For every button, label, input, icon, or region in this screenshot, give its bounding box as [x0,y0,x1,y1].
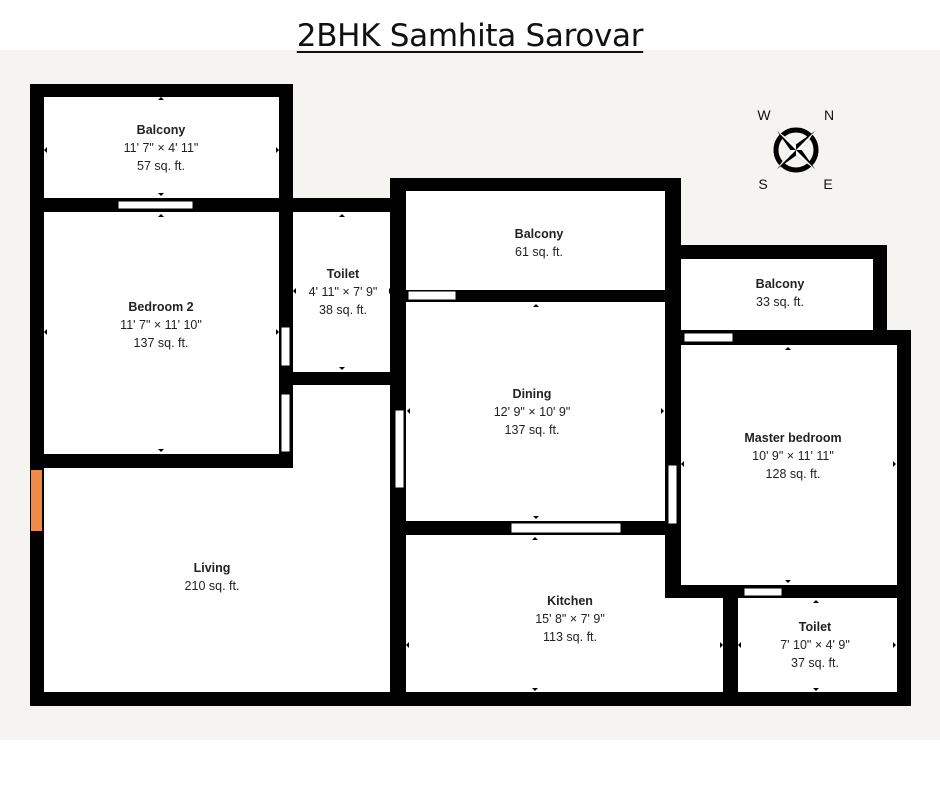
room-area: 113 sq. ft. [543,630,597,644]
room-dining: Dining 12' 9" × 10' 9" 137 sq. ft. [494,387,571,437]
room-area: 33 sq. ft. [756,295,804,309]
room-area: 210 sq. ft. [185,579,240,593]
walls [30,84,911,706]
room-name: Balcony [137,123,186,137]
page-title: 2BHK Samhita Sarovar [296,18,644,54]
room-area: 57 sq. ft. [137,159,185,173]
room-area: 137 sq. ft. [134,336,189,350]
room-name: Dining [513,387,552,401]
entrance-door[interactable] [31,470,42,531]
room-name: Master bedroom [744,431,841,445]
room-floors [44,97,897,692]
window-master-toilet [743,587,783,597]
room-name: Toilet [327,267,360,281]
compass-w-label: W [757,107,771,123]
window-balcony-dining [407,290,457,301]
room-balcony-3: Balcony 33 sq. ft. [756,277,805,309]
room-dims: 15' 8" × 7' 9" [535,612,605,626]
window-dining-master [667,464,678,525]
dimension-markers [44,97,896,691]
room-name: Balcony [515,227,564,241]
windows [117,200,783,597]
compass-rose-icon [773,127,819,173]
window-bedroom-living [280,393,291,453]
room-bedroom-2: Bedroom 2 11' 7" × 11' 10" 137 sq. ft. [120,300,202,350]
room-area: 61 sq. ft. [515,245,563,259]
room-dims: 11' 7" × 11' 10" [120,318,202,332]
room-name: Kitchen [547,594,593,608]
room-name: Bedroom 2 [128,300,193,314]
room-balcony-2: Balcony 61 sq. ft. [515,227,564,259]
room-dims: 10' 9" × 11' 11" [752,449,834,463]
room-dims: 12' 9" × 10' 9" [494,405,571,419]
room-dims: 11' 7" × 4' 11" [124,141,199,155]
room-master-bedroom: Master bedroom 10' 9" × 11' 11" 128 sq. … [744,431,841,481]
compass-n-label: N [824,107,834,123]
room-dims: 4' 11" × 7' 9" [309,285,378,299]
room-name: Toilet [799,620,832,634]
room-toilet-1: Toilet 4' 11" × 7' 9" 38 sq. ft. [309,267,378,317]
window-bedroom-toilet [280,326,291,367]
room-area: 137 sq. ft. [505,423,560,437]
room-toilet-2: Toilet 7' 10" × 4' 9" 37 sq. ft. [780,620,850,670]
room-balcony-1: Balcony 11' 7" × 4' 11" 57 sq. ft. [124,123,199,173]
room-dims: 7' 10" × 4' 9" [780,638,850,652]
room-name: Balcony [756,277,805,291]
room-area: 128 sq. ft. [766,467,821,481]
room-area: 38 sq. ft. [319,303,367,317]
compass-s-label: S [758,176,767,192]
compass-e-label: E [823,176,832,192]
window-dining-kitchen [510,522,622,534]
window-balcony-master [683,332,734,343]
room-kitchen: Kitchen 15' 8" × 7' 9" 113 sq. ft. [535,594,605,644]
window-living-dining [394,409,405,489]
window-bedroom-balcony [117,200,194,210]
room-area: 37 sq. ft. [791,656,839,670]
room-living: Living 210 sq. ft. [185,561,240,593]
room-name: Living [194,561,231,575]
